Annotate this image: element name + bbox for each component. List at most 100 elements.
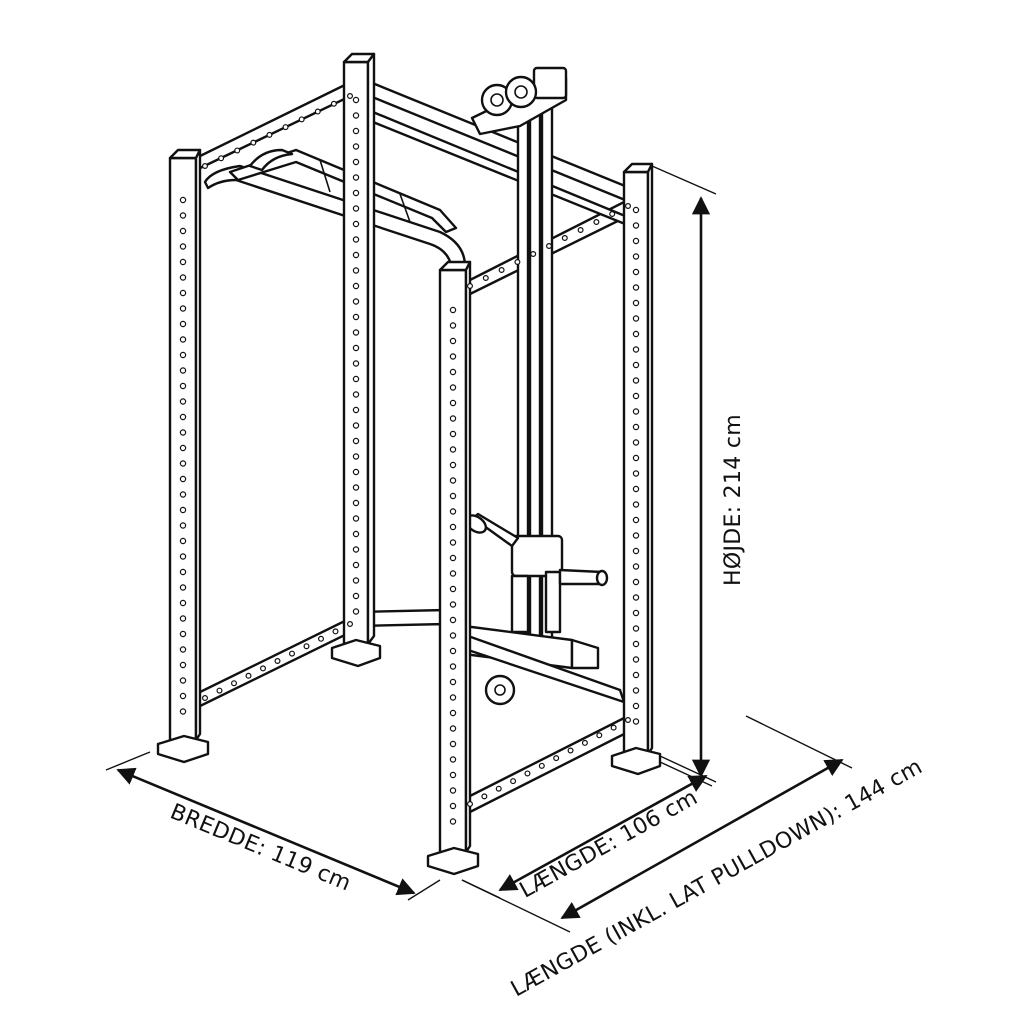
upright-hole xyxy=(632,687,640,694)
upright-hole xyxy=(179,274,187,281)
rail-hole xyxy=(330,100,337,107)
upright-hole xyxy=(352,515,360,522)
upright-hole xyxy=(632,253,640,260)
upright-hole xyxy=(449,694,457,701)
upright-hole xyxy=(179,646,187,653)
rail-hole xyxy=(524,770,531,777)
upright-hole xyxy=(632,532,640,539)
hole-patterns xyxy=(179,92,640,825)
upright-hole xyxy=(449,663,457,670)
upright-hole xyxy=(179,568,187,576)
upright-hole xyxy=(632,501,640,508)
upright-hole xyxy=(632,718,640,725)
power-rack xyxy=(156,52,662,876)
upright-hole xyxy=(632,485,640,493)
upright-hole xyxy=(449,539,457,546)
upright-hole xyxy=(449,678,457,686)
upright-hole xyxy=(352,561,360,569)
right-weight-horn xyxy=(558,568,604,586)
rail-hole xyxy=(347,620,354,627)
upright-hole xyxy=(179,444,187,452)
upright-hole xyxy=(632,408,640,415)
rail-hole xyxy=(545,243,552,250)
upright-hole xyxy=(352,267,360,274)
lat-base-bracket xyxy=(570,638,600,670)
rail-hole xyxy=(577,227,584,234)
upright-hole xyxy=(179,196,187,204)
upright-front-right xyxy=(426,260,480,876)
rail-hole xyxy=(593,219,600,226)
upright-hole xyxy=(179,677,187,684)
rail-hole xyxy=(260,665,267,672)
upright-hole xyxy=(179,475,187,483)
upright-hole xyxy=(632,268,640,276)
upright-hole xyxy=(179,429,187,436)
upright-hole xyxy=(449,818,457,825)
upright-hole xyxy=(632,671,640,679)
upright-hole xyxy=(632,439,640,446)
upright-hole xyxy=(352,158,360,166)
upright-hole xyxy=(352,468,360,476)
upright-hole xyxy=(449,601,457,608)
upright-hole xyxy=(179,413,187,421)
upright-hole xyxy=(449,384,457,391)
rail-hole xyxy=(495,785,502,792)
upright-hole xyxy=(449,492,457,500)
upright-hole xyxy=(449,415,457,422)
upright-hole xyxy=(352,391,360,398)
upright-hole xyxy=(179,367,187,374)
upright-hole xyxy=(179,305,187,312)
upright-hole xyxy=(352,360,360,367)
upright-hole xyxy=(352,422,360,429)
rail-hole xyxy=(216,687,223,694)
height-label: HØJDE: 214 cm xyxy=(721,414,746,586)
upright-hole xyxy=(352,375,360,383)
rail-hole xyxy=(530,251,537,258)
upright-hole xyxy=(352,205,360,212)
upright-hole xyxy=(632,547,640,555)
upright-hole xyxy=(179,382,187,390)
upright-hole xyxy=(352,530,360,538)
foot-plate-front-right xyxy=(426,846,480,876)
rail-hole xyxy=(234,147,241,154)
upright-hole xyxy=(352,313,360,321)
rail-hole xyxy=(274,657,281,664)
upright-hole xyxy=(449,802,457,810)
upright-hole xyxy=(632,315,640,322)
upright-hole xyxy=(352,499,360,507)
upright-hole xyxy=(179,506,187,514)
upright-hole xyxy=(352,298,360,305)
rail-hole xyxy=(289,650,296,657)
rail-hole xyxy=(467,283,474,290)
rail-hole xyxy=(202,694,209,701)
weight-carriage-right xyxy=(544,570,562,634)
upright-hole xyxy=(449,353,457,360)
low-pulley xyxy=(484,674,516,706)
upright-hole xyxy=(179,227,187,235)
dimensions xyxy=(105,165,853,933)
upright-hole xyxy=(352,406,360,414)
upright-hole xyxy=(179,553,187,560)
upright-hole xyxy=(632,609,640,617)
upright-hole xyxy=(632,299,640,307)
rail-hole xyxy=(567,747,574,754)
upright-hole xyxy=(632,377,640,384)
rail-hole xyxy=(467,800,474,807)
foot-plate-back-right xyxy=(610,746,662,776)
upright-hole xyxy=(449,787,457,794)
upright-hole xyxy=(179,522,187,529)
upright-hole xyxy=(352,592,360,600)
length-label: LÆNGDE: 106 cm xyxy=(516,785,702,903)
upright-hole xyxy=(352,127,360,135)
rail-hole xyxy=(624,716,631,723)
rail-hole xyxy=(538,762,545,769)
rail-hole xyxy=(282,124,289,131)
upright-hole xyxy=(632,361,640,369)
rail-hole xyxy=(266,131,273,138)
upright-hole xyxy=(179,584,187,591)
upright-hole xyxy=(449,477,457,484)
upright-hole xyxy=(449,322,457,329)
rail-hole xyxy=(482,275,489,282)
upright-hole xyxy=(352,96,360,104)
